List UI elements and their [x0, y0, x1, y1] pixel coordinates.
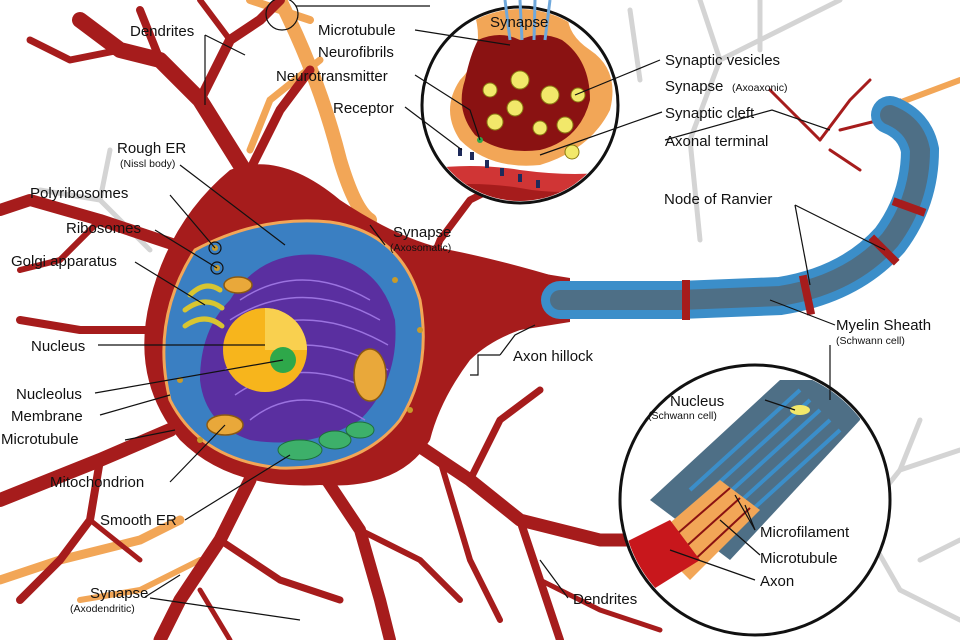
labels: Dendrites Rough ER (Nissl body) Polyribo…	[1, 14, 931, 615]
label-nucleus: Nucleus	[31, 338, 85, 355]
label-axonal-terminal: Axonal terminal	[665, 133, 768, 150]
label-synaptic-cleft: Synaptic cleft	[665, 105, 755, 122]
label-rough-er: Rough ER	[117, 140, 186, 157]
label-rough-er-sub: (Nissl body)	[120, 158, 175, 170]
label-node-of-ranvier: Node of Ranvier	[664, 191, 772, 208]
label-mitochondrion: Mitochondrion	[50, 474, 144, 491]
neurofibril-lines	[503, 0, 552, 41]
golgi-apparatus-shape	[182, 283, 225, 329]
label-synapse-axoaxonic-sub: (Axoaxonic)	[732, 82, 787, 94]
myelinated-axon	[541, 96, 940, 319]
label-dendrites-bottom: Dendrites	[573, 591, 637, 608]
dendrites	[0, 0, 902, 640]
label-membrane: Membrane	[11, 408, 83, 425]
label-nucleus-schwann: Nucleus	[670, 393, 724, 410]
label-neurotransmitter: Neurotransmitter	[276, 68, 388, 85]
label-synaptic-vesicles: Synaptic vesicles	[665, 52, 780, 69]
label-smooth-er: Smooth ER	[100, 512, 177, 529]
nucleus-cutaway	[265, 308, 307, 350]
synaptic-vesicle-dots	[482, 70, 586, 160]
label-microfilament: Microfilament	[760, 524, 850, 541]
label-microtubule-left: Microtubule	[1, 431, 79, 448]
synapse-inset	[420, 0, 620, 205]
label-axon: Axon	[760, 573, 794, 590]
label-myelin-sheath: Myelin Sheath	[836, 317, 931, 334]
axon-inset	[618, 363, 892, 637]
presynaptic-axons	[0, 0, 960, 603]
label-synapse-axoaxonic: Synapse	[665, 78, 723, 95]
label-polyribosomes: Polyribosomes	[30, 185, 128, 202]
label-synapse-axosomatic: Synapse	[393, 224, 451, 241]
label-microtubule-inset: Microtubule	[760, 550, 838, 567]
label-synapse-inset: Synapse	[490, 14, 548, 31]
leader-lines	[94, 0, 886, 621]
smooth-er-shape	[277, 421, 375, 461]
label-neurofibrils: Neurofibrils	[318, 44, 394, 61]
label-synapse-axodendritic: Synapse	[90, 585, 148, 602]
label-dendrites-top: Dendrites	[130, 23, 194, 40]
label-ribosomes: Ribosomes	[66, 220, 141, 237]
label-synapse-axodendritic-sub: (Axodendritic)	[70, 603, 135, 615]
label-myelin-sheath-sub: (Schwann cell)	[836, 335, 905, 347]
receptor-marks	[458, 148, 540, 188]
label-golgi: Golgi apparatus	[11, 253, 117, 270]
label-synapse-axosomatic-sub: (Axosomatic)	[390, 242, 451, 254]
label-nucleolus: Nucleolus	[16, 386, 82, 403]
label-microtubule-top: Microtubule	[318, 22, 396, 39]
label-receptor: Receptor	[333, 100, 394, 117]
label-axon-hillock: Axon hillock	[513, 348, 594, 365]
label-nucleus-schwann-sub: (Schwann cell)	[648, 410, 717, 422]
